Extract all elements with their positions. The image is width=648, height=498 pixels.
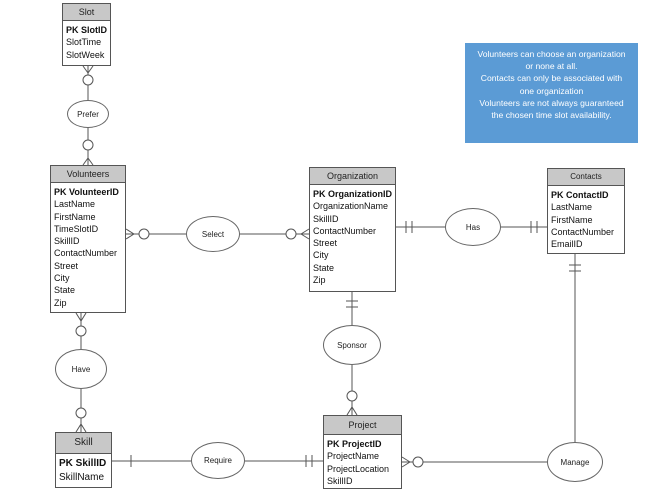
entity-title: Organization xyxy=(310,168,395,185)
primary-key: PK SlotID xyxy=(66,25,108,35)
attribute: SlotWeek xyxy=(66,49,105,60)
attribute: Zip xyxy=(54,297,67,308)
primary-key: PK ProjectID xyxy=(327,439,382,449)
relationship-prefer[interactable]: Prefer xyxy=(67,100,109,128)
entity-title: Contacts xyxy=(548,169,624,186)
primary-key: PK VolunteerID xyxy=(54,187,119,197)
crowfoot-skill-top xyxy=(75,423,82,433)
crowfoot-project-top xyxy=(346,406,353,416)
attribute: SkillName xyxy=(59,472,105,483)
relationship-require[interactable]: Require xyxy=(191,442,245,479)
primary-key: PK OrganizationID xyxy=(313,189,393,199)
attribute: LastName xyxy=(54,199,96,210)
attribute: ContactNumber xyxy=(54,248,118,259)
entity-slot[interactable]: Slot PK SlotID SlotTime SlotWeek xyxy=(62,3,111,66)
primary-key: PK SkillID xyxy=(59,458,107,469)
attribute: TimeSlotID xyxy=(54,223,99,234)
entity-title: Skill xyxy=(56,433,111,454)
crowfoot-organization-left xyxy=(300,228,310,235)
note-line: Volunteers are not always guaranteed xyxy=(479,97,624,108)
primary-key: PK ContactID xyxy=(551,190,609,200)
attribute: State xyxy=(54,285,76,296)
relationship-manage[interactable]: Manage xyxy=(547,442,603,482)
entity-volunteers[interactable]: Volunteers PK VolunteerID LastName First… xyxy=(50,165,126,313)
entity-contacts[interactable]: Contacts PK ContactID LastName FirstName… xyxy=(547,168,625,254)
attribute: SkillID xyxy=(327,475,353,486)
relationship-sponsor[interactable]: Sponsor xyxy=(323,325,381,365)
annotation-note: Volunteers can choose an organization or… xyxy=(465,43,638,143)
crowfoot-volunteers-right xyxy=(125,228,135,235)
optional-circle xyxy=(75,325,87,337)
optional-circle xyxy=(75,407,87,419)
attribute: City xyxy=(54,273,70,284)
optional-circle xyxy=(82,139,94,151)
note-line: Volunteers can choose an organization xyxy=(477,49,626,59)
optional-circle xyxy=(138,228,150,240)
attribute: Street xyxy=(313,238,338,249)
attribute: Zip xyxy=(313,275,326,286)
attribute: Street xyxy=(54,260,79,271)
attribute: SkillID xyxy=(54,236,80,247)
crowfoot-slot xyxy=(82,65,89,74)
attribute: ContactNumber xyxy=(551,226,615,237)
attribute: OrganizationName xyxy=(313,201,389,212)
optional-circle xyxy=(412,456,424,468)
crowfoot-volunteers-top xyxy=(82,157,89,166)
attribute: ProjectLocation xyxy=(327,463,390,474)
entity-skill[interactable]: Skill PK SkillID SkillName xyxy=(55,432,112,488)
optional-circle xyxy=(82,74,94,86)
attribute: SkillID xyxy=(313,213,339,224)
entity-organization[interactable]: Organization PK OrganizationID Organizat… xyxy=(309,167,396,292)
attribute: City xyxy=(313,250,329,261)
attribute: EmailID xyxy=(551,239,583,250)
attribute: LastName xyxy=(551,202,593,213)
attribute: SlotTime xyxy=(66,37,102,48)
crowfoot-volunteers-bottom xyxy=(75,312,82,322)
relationship-has[interactable]: Has xyxy=(445,208,501,246)
attribute: FirstName xyxy=(54,211,96,222)
note-line: Contacts can only be associated with xyxy=(480,73,623,84)
note-line: the chosen time slot availability. xyxy=(491,110,612,121)
attribute: FirstName xyxy=(551,214,593,225)
entity-project[interactable]: Project PK ProjectID ProjectName Project… xyxy=(323,415,402,489)
entity-title: Slot xyxy=(63,4,110,21)
note-line: or none at all. xyxy=(525,61,578,72)
attribute: ProjectName xyxy=(327,451,380,462)
note-line: one organization xyxy=(519,85,584,96)
attribute: State xyxy=(313,262,335,273)
optional-circle xyxy=(346,390,358,402)
optional-circle xyxy=(285,228,297,240)
relationship-have[interactable]: Have xyxy=(55,349,107,389)
entity-title: Project xyxy=(324,416,401,435)
crowfoot-project-right xyxy=(401,456,411,463)
entity-title: Volunteers xyxy=(51,166,125,183)
relationship-select[interactable]: Select xyxy=(186,216,240,252)
attribute: ContactNumber xyxy=(313,225,377,236)
